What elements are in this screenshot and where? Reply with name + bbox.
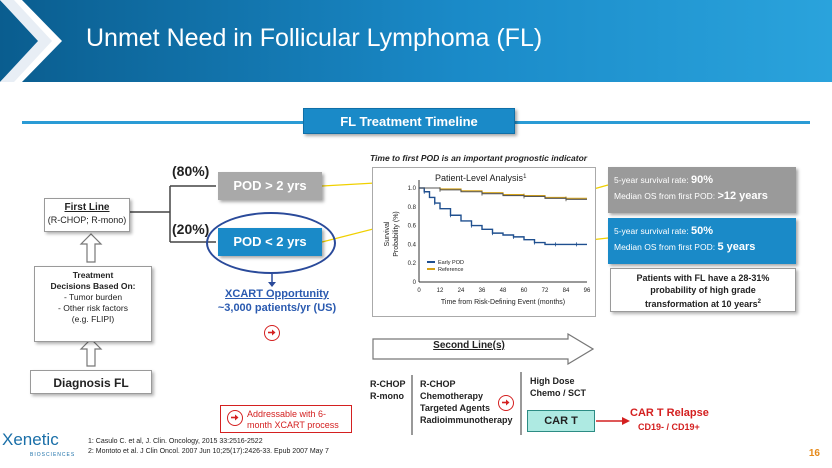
relapse-title: CAR T Relapse [630, 407, 709, 419]
xcart-line-1: XCART Opportunity [225, 288, 329, 300]
footnote: 1: Casulo C. et al, J. Clin. Oncology, 2… [88, 438, 263, 445]
chart-xlabel: Time from Risk-Defining Event (months) [441, 299, 565, 306]
x-tick-label: 48 [500, 288, 507, 294]
chart-ylabel-1: Survival [384, 221, 391, 246]
slide-header [0, 0, 832, 82]
transformation-line: Patients with FL have a 28-31% [636, 273, 770, 283]
page-title: Unmet Need in Follicular Lymphoma (FL) [86, 24, 543, 52]
x-tick-label: 36 [479, 288, 486, 294]
stat-value: 50% [691, 225, 714, 237]
stat-label: Median OS from first POD: [614, 191, 718, 201]
page-number: 16 [808, 448, 820, 459]
timeline-label: FL Treatment Timeline [303, 108, 515, 134]
y-tick-label: 1.0 [408, 186, 417, 192]
x-tick-label: 72 [542, 288, 549, 294]
stat-value: >12 years [717, 190, 768, 202]
brand-logo: Xenetic [2, 430, 59, 449]
red-arrow-icon [498, 395, 514, 411]
second-line-arrow [372, 333, 594, 365]
y-tick-label: 0.6 [408, 224, 417, 230]
stat-label: 5-year survival rate: [614, 226, 691, 236]
x-tick-label: 60 [521, 288, 528, 294]
col2-item: Radioimmunotherapy [420, 415, 513, 425]
first-line-box: First Line (R-CHOP; R-mono) [44, 198, 130, 232]
x-tick-label: 12 [437, 288, 444, 294]
x-tick-label: 84 [563, 288, 570, 294]
first-line-sub: (R-CHOP; R-mono) [47, 215, 127, 225]
series-line-overall [419, 187, 587, 200]
y-tick-label: 0.2 [408, 261, 417, 267]
y-tick-label: 0.8 [408, 205, 417, 211]
col2-item: Targeted Agents [420, 403, 491, 413]
second-line-col-3: High Dose Chemo / SCT [530, 375, 586, 399]
transformation-line: probability of high grade [650, 285, 756, 295]
chart-ylabel-2: Probability (%) [393, 211, 400, 257]
treatment-item: (e.g. FLIPI) [71, 314, 115, 324]
treatment-title-1: Treatment [72, 270, 114, 280]
chart-frame: Patient-Level Analysis1 Time from Risk-D… [372, 167, 596, 317]
legend-label: Reference [438, 267, 463, 273]
transformation-sup: 2 [757, 299, 761, 305]
col2-item: Chemotherapy [420, 391, 484, 401]
transformation-line: transformation at 10 years [645, 299, 758, 309]
transformation-box: Patients with FL have a 28-31% probabili… [610, 268, 796, 312]
col3-item: Chemo / SCT [530, 388, 587, 398]
y-tick-label: 0.4 [408, 242, 417, 248]
footnote: 2: Montoto et al. J Clin Oncol. 2007 Jun… [88, 448, 329, 455]
second-line-col-2: R-CHOP Chemotherapy Targeted Agents Radi… [420, 378, 513, 426]
relapse-sub: CD19- / CD19+ [638, 422, 700, 432]
stat-label: Median OS from first POD: [614, 242, 718, 252]
diagnosis-box: Diagnosis FL [30, 370, 152, 394]
second-line-col-1: R-CHOP R-mono [370, 378, 406, 402]
legend-label: Early POD [438, 260, 464, 266]
xcart-opportunity: XCART Opportunity ~3,000 patients/yr (US… [210, 287, 344, 315]
y-tick-label: 0 [413, 280, 417, 286]
x-tick-label: 0 [417, 288, 421, 294]
brand-sub: BIOSCIENCES [30, 452, 76, 458]
pct-top: (80%) [172, 163, 210, 179]
stat-box-late-pod: 5-year survival rate: 90% Median OS from… [608, 167, 796, 213]
addressable-line: month XCART process [247, 420, 339, 430]
col1-item: R-CHOP [370, 379, 406, 389]
xcart-line-2: ~3,000 patients/yr (US) [217, 302, 337, 314]
first-line-title: First Line [64, 202, 110, 213]
treatment-item: - Tumor burden [63, 292, 123, 302]
series-line-early-pod [419, 187, 587, 246]
footnotes: 1: Casulo C. et al, J. Clin. Oncology, 2… [88, 437, 329, 457]
highlight-ellipse [206, 212, 336, 274]
stat-value: 5 years [717, 241, 756, 253]
pod-over-2-box: POD > 2 yrs [218, 172, 322, 200]
xenetic-x-logo-icon [0, 0, 62, 82]
red-arrow-icon [227, 410, 243, 426]
treatment-item: - Other risk factors [58, 303, 128, 313]
chart-title: Patient-Level Analysis1 [435, 173, 527, 183]
col1-item: R-mono [370, 391, 404, 401]
pod-under-2-box: POD < 2 yrs [218, 228, 322, 256]
col3-item: High Dose [530, 376, 575, 386]
addressable-line: Addressable with 6- [247, 409, 327, 419]
second-line-label: Second Line(s) [433, 340, 505, 351]
x-tick-label: 96 [584, 288, 591, 294]
pct-bottom: (20%) [172, 221, 210, 237]
treatment-decisions-box: Treatment Decisions Based On: - Tumor bu… [34, 266, 152, 342]
cart-box: CAR T [527, 410, 595, 432]
stat-value: 90% [691, 174, 714, 186]
col2-item: R-CHOP [420, 379, 456, 389]
addressable-box: Addressable with 6- month XCART process [220, 405, 352, 433]
cart-relapse: CAR T Relapse CD19- / CD19+ [630, 406, 720, 434]
chart-axes [418, 180, 587, 283]
km-chart: Patient-Level Analysis1 Time from Risk-D… [384, 173, 591, 306]
x-tick-label: 24 [458, 288, 465, 294]
treatment-title-2: Decisions Based On: [50, 281, 136, 291]
red-arrow-icon [264, 325, 280, 341]
stat-box-early-pod: 5-year survival rate: 50% Median OS from… [608, 218, 796, 264]
stat-label: 5-year survival rate: [614, 175, 691, 185]
chart-caption: Time to first POD is an important progno… [370, 153, 588, 163]
